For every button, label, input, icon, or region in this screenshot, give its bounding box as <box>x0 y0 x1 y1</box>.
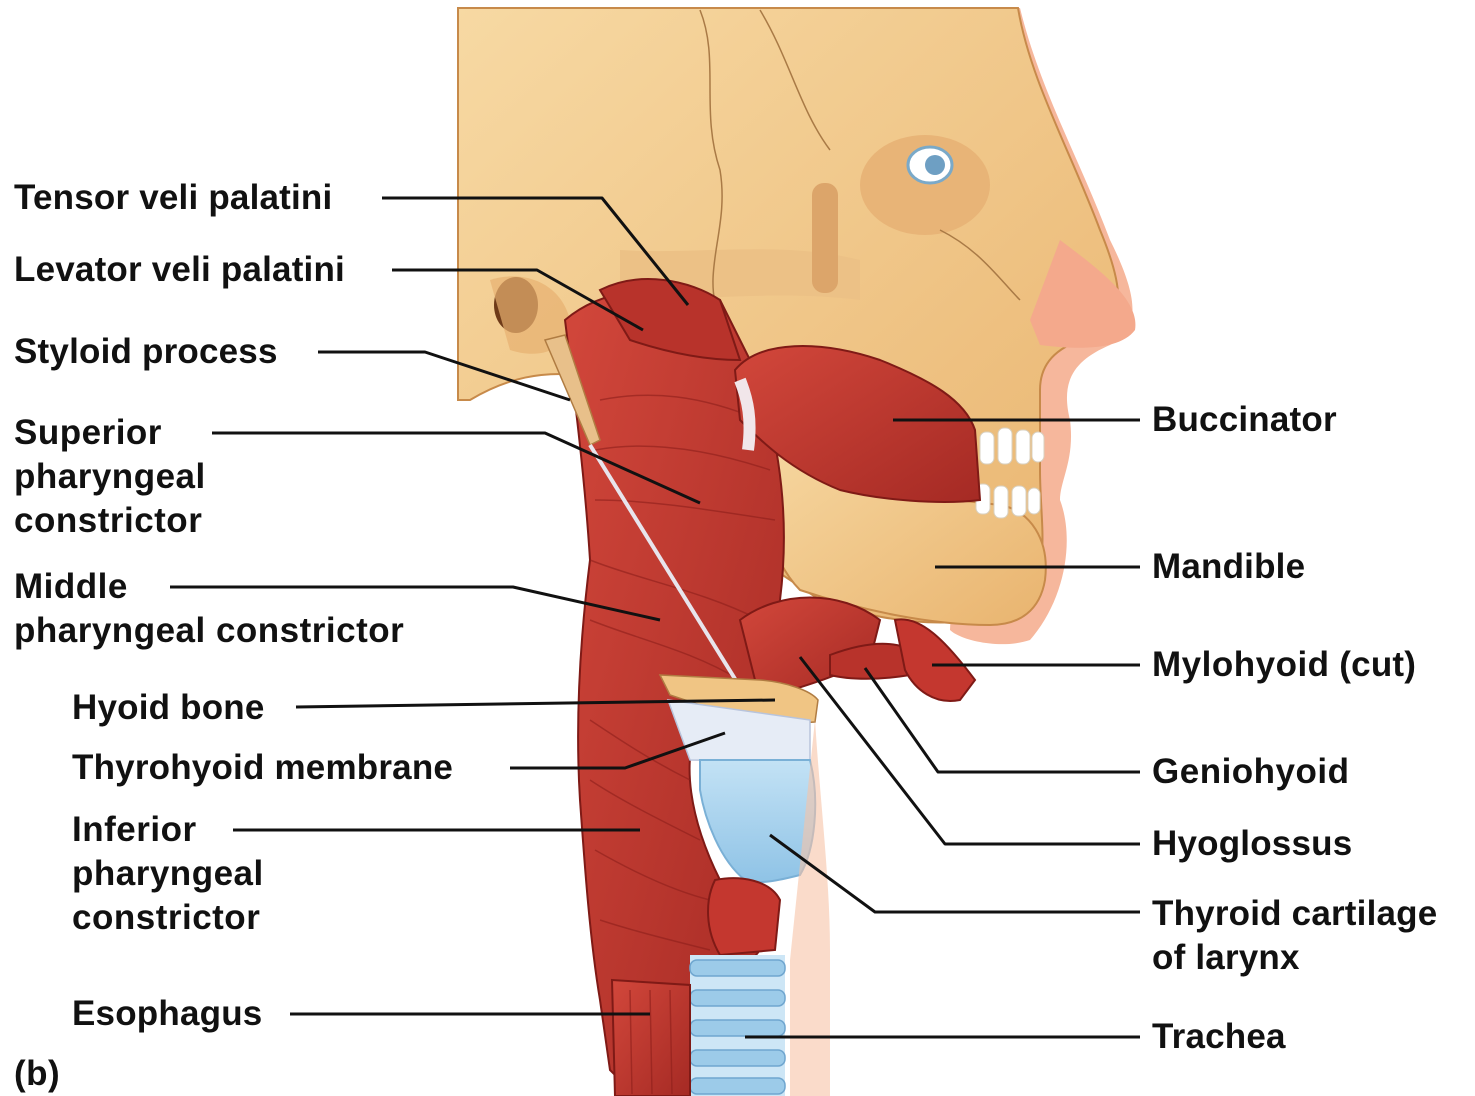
label-superior-constrictor-line2: pharyngeal <box>14 455 206 499</box>
label-thyroid-cartilage-line2: of larynx <box>1152 936 1437 980</box>
label-mylohyoid-note: (cut) <box>1339 645 1416 684</box>
label-hyoglossus: Hyoglossus <box>1152 822 1352 866</box>
leader-geniohyoid <box>865 668 1140 772</box>
label-mylohyoid: Mylohyoid (cut) <box>1152 643 1416 687</box>
label-styloid-process: Styloid process <box>14 330 278 374</box>
label-inferior-constrictor-line3: constrictor <box>72 896 264 940</box>
label-superior-constrictor-line1: Superior <box>14 411 206 455</box>
cricothyroid <box>708 878 780 955</box>
label-trachea: Trachea <box>1152 1015 1286 1059</box>
label-buccinator: Buccinator <box>1152 398 1337 442</box>
label-thyrohyoid-membrane: Thyrohyoid membrane <box>72 746 453 790</box>
label-middle-constrictor: Middle pharyngeal constrictor <box>14 565 404 653</box>
label-superior-constrictor-line3: constrictor <box>14 499 206 543</box>
label-thyroid-cartilage-line1: Thyroid cartilage <box>1152 892 1437 936</box>
label-middle-constrictor-line2: pharyngeal constrictor <box>14 609 404 653</box>
panel-letter: (b) <box>14 1052 60 1096</box>
label-mylohyoid-name: Mylohyoid <box>1152 645 1330 684</box>
label-inferior-constrictor: Inferior pharyngeal constrictor <box>72 808 264 940</box>
label-inferior-constrictor-line2: pharyngeal <box>72 852 264 896</box>
label-hyoid-bone: Hyoid bone <box>72 686 265 730</box>
label-middle-constrictor-line1: Middle <box>14 565 404 609</box>
label-levator-veli-palatini: Levator veli palatini <box>14 248 345 292</box>
label-thyroid-cartilage: Thyroid cartilage of larynx <box>1152 892 1437 980</box>
temporal-fossa <box>812 183 838 293</box>
label-geniohyoid: Geniohyoid <box>1152 750 1350 794</box>
label-mandible: Mandible <box>1152 545 1305 589</box>
label-esophagus: Esophagus <box>72 992 262 1036</box>
label-superior-constrictor: Superior pharyngeal constrictor <box>14 411 206 543</box>
label-inferior-constrictor-line1: Inferior <box>72 808 264 852</box>
trachea <box>690 955 785 1096</box>
thyroid-cartilage <box>700 760 815 882</box>
iris <box>925 155 945 175</box>
label-tensor-veli-palatini: Tensor veli palatini <box>14 176 332 220</box>
